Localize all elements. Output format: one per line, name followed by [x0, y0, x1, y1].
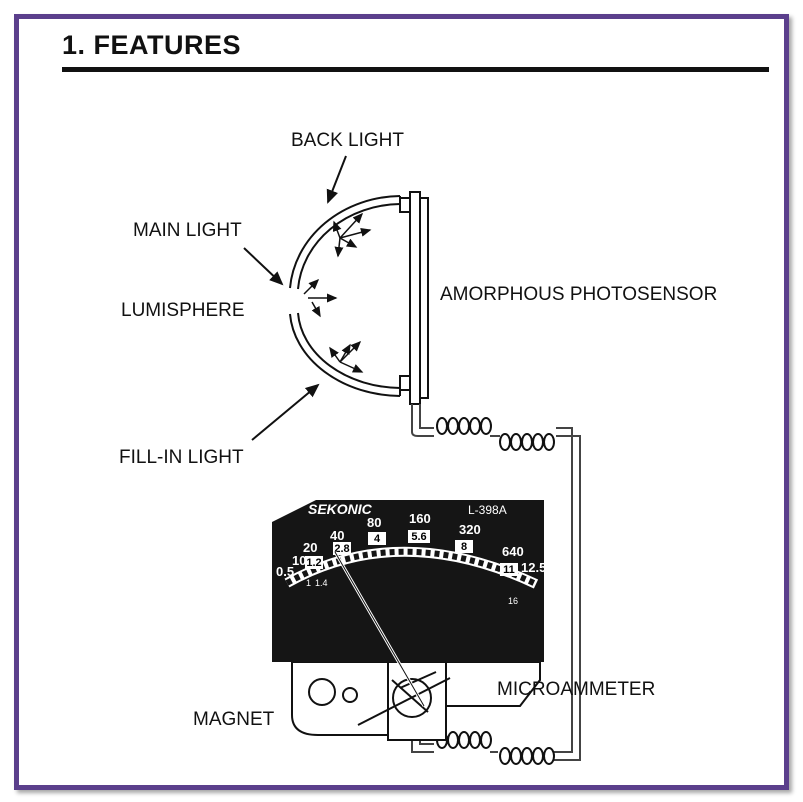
label-lumisphere: LUMISPHERE	[121, 300, 245, 321]
label-microammeter: MICROAMMETER	[497, 679, 655, 700]
label-back-light: BACK LIGHT	[291, 130, 404, 151]
aperture-5-6: 5.6	[411, 531, 426, 543]
label-main-light: MAIN LIGHT	[133, 220, 242, 241]
meter-dial: SEKONIC L-398A 0.5 10 20 40 80 160 320 6…	[272, 500, 556, 662]
meter-movement	[291, 661, 541, 741]
iso-40: 40	[330, 528, 344, 543]
iso-80: 80	[367, 515, 381, 530]
iso-20: 20	[303, 540, 317, 555]
mark-1-4: 1.4	[315, 578, 328, 588]
light-rays	[303, 212, 372, 373]
coil-top-2	[499, 433, 555, 451]
aperture-1-2: 1.2	[306, 557, 321, 569]
iso-320: 320	[459, 522, 481, 537]
photosensor-plate	[399, 191, 429, 405]
iso-160: 160	[409, 511, 431, 526]
meter-brand: SEKONIC	[308, 501, 373, 517]
iso-640: 640	[502, 544, 524, 559]
coil-bottom-2	[499, 747, 555, 765]
callout-arrows	[243, 155, 347, 441]
iso-10: 10	[292, 553, 306, 568]
aperture-4: 4	[374, 533, 381, 545]
section-heading: 1. FEATURES	[62, 30, 242, 60]
aperture-8: 8	[461, 541, 467, 553]
aperture-11: 11	[503, 564, 515, 576]
mark-16: 16	[508, 596, 518, 606]
magnet-bar	[357, 677, 451, 726]
meter-model: L-398A	[468, 503, 507, 517]
iso-12-5k: 12.5K	[521, 560, 556, 575]
aperture-2-8: 2.8	[334, 543, 349, 555]
iso-0-5: 0.5	[276, 564, 294, 579]
label-photosensor: AMORPHOUS PHOTOSENSOR	[440, 284, 717, 305]
label-fill-in-light: FILL-IN LIGHT	[119, 447, 244, 468]
heading-rule	[62, 67, 769, 72]
mark-1: 1	[306, 578, 311, 588]
lumisphere-dome	[289, 195, 401, 397]
coil-top-1	[436, 417, 492, 435]
label-magnet: MAGNET	[193, 709, 275, 730]
